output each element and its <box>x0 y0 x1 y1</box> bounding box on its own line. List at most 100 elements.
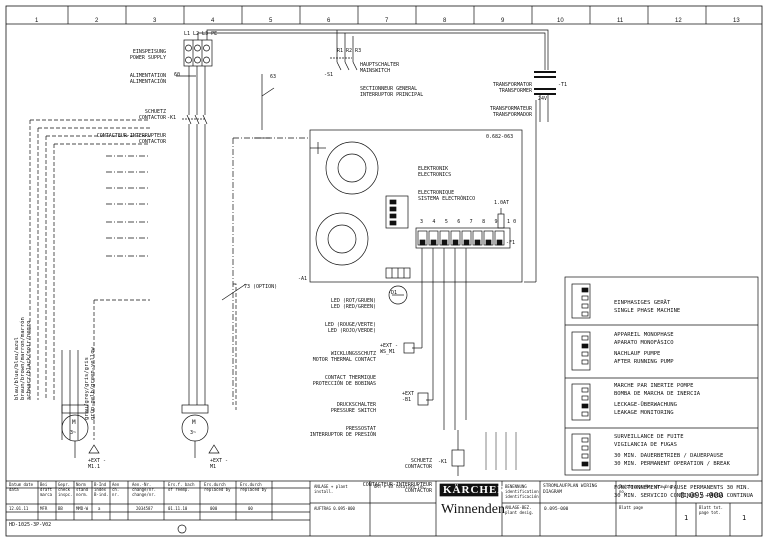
tb-order: AUFTRAG 0.095-000 <box>314 506 355 511</box>
thermal-contact <box>403 342 415 354</box>
tb-change-nr: 2034587 <box>136 506 153 511</box>
col-7: 7 <box>385 18 389 24</box>
col-12: 12 <box>675 18 682 24</box>
brand-logo: KÄRCHER <box>443 484 507 496</box>
tb-head-check: Gepr. check inspc. <box>58 482 73 497</box>
electronics-terminals: 3 4 5 6 7 8 9 10 <box>420 219 520 225</box>
pressure-switch <box>417 392 429 406</box>
motor-m1-phase: 3~ <box>190 430 197 436</box>
main-switch-ref: -S1 <box>324 72 334 78</box>
wire-63-label: 63 <box>270 74 277 80</box>
tb-head-replaced-for: Ers.f. bach of reemp. <box>168 482 195 492</box>
tb-head-replaced-by-2: Ers.durch replaced by <box>240 482 267 492</box>
title-block-grid <box>6 481 762 536</box>
tb-sheet-no: 1 <box>684 514 689 522</box>
tb-index: a <box>98 506 101 511</box>
led-ref: -D1 <box>388 290 398 296</box>
main-switch-pins: R1 R2 R3 <box>337 48 362 54</box>
tb-desc-labels: BENENNUNG identification identificación <box>505 484 539 499</box>
cable-colors-5: grün-gelb/green-yellow <box>90 347 96 420</box>
motor-m1-1-symbol: M <box>72 419 76 426</box>
power-terminal-block <box>183 39 213 67</box>
col-5: 5 <box>269 18 273 24</box>
col-2: 2 <box>95 18 99 24</box>
tb-head-index: B-Ind index B-ind. <box>94 482 109 497</box>
tb-head-date: Datum date data <box>9 482 34 492</box>
legend-dip-icons <box>571 283 591 471</box>
brand-city: Winnenden <box>441 502 505 517</box>
tb-head-replaced-by: Ers.durch replaced by <box>204 482 231 492</box>
tb-replaced-by: 000 <box>210 506 218 511</box>
frame-border <box>5 5 763 537</box>
led-labels: LED (ROT/GRUEN)LED (RED/GREEN) LED (ROUG… <box>324 298 376 334</box>
tb-plant-design: ANLAGE-BEZ. plant desig. <box>505 505 534 515</box>
col-9: 9 <box>501 18 505 24</box>
tb-drawing-label: Zeichnungs-Nr. drawing no. <box>619 484 672 494</box>
tb-plant-no: 0.095-000 <box>544 507 569 512</box>
transformer-voltage: 24V <box>538 96 548 102</box>
tb-place: ORT + EX location loc. <box>374 484 427 489</box>
tb-project: ANLAGE + plant install. <box>314 484 348 494</box>
motor-m1-symbol: M <box>192 419 196 426</box>
pressure-ref: +EXT -B1 <box>402 391 415 403</box>
tb-description: STROMLAUFPLAN WIRING DIAGRAM <box>543 484 598 495</box>
tb-drawing-no: 0.095-000 <box>680 491 724 500</box>
tb-draft: MFR <box>40 506 48 511</box>
thermal-ref: +EXT -WS_M1 <box>380 343 399 355</box>
wire-60-label: 60 <box>174 72 181 78</box>
legend-box <box>564 276 759 476</box>
col-6: 6 <box>327 18 331 24</box>
tb-replaced-by-2: 00 <box>248 506 253 511</box>
contactor-coil <box>451 449 465 467</box>
column-ticks <box>67 6 707 24</box>
electronics-box <box>309 129 523 283</box>
brand-logo-bg <box>439 483 499 497</box>
electronics-part-no: 0.682-063 <box>486 134 514 140</box>
col-3: 3 <box>153 18 157 24</box>
col-8: 8 <box>443 18 447 24</box>
motor-m1-1-ref: +EXT -M1.1 <box>88 458 107 470</box>
tb-head-draft: Bei draft marca <box>40 482 53 497</box>
tb-norm: MMD-W <box>76 506 89 511</box>
fuse-rating: 1.0AT <box>494 200 510 206</box>
col-11: 11 <box>617 18 624 24</box>
tb-file: HD-1025-3P-V02 <box>9 522 52 528</box>
wire-73-label: 73 (OPTION) <box>244 284 278 290</box>
motor-m1-1-phase: 3~ <box>70 430 77 436</box>
cable-colors-3: schwarz/black/noir/negro <box>26 320 32 400</box>
contactor-k1b-ref: -K1 <box>438 459 448 465</box>
tb-head-change: Aen ch. nr. <box>112 482 120 497</box>
tb-sheet-label: Blatt page <box>619 505 644 510</box>
electronics-ref: -A1 <box>298 276 308 282</box>
ring-coil-2 <box>315 212 369 266</box>
led-d1 <box>388 285 408 305</box>
transformer-ref: -T1 <box>558 82 568 88</box>
tb-date: 12.01.11 <box>9 506 29 511</box>
fuse-ref: -F1 <box>506 240 516 246</box>
col-10: 10 <box>557 18 564 24</box>
tb-head-change-nr: Aen.-Nr. change/nr. change/nr. <box>132 482 157 497</box>
tb-replaced-for: 01.11.10 <box>168 506 188 511</box>
col-1: 1 <box>35 18 39 24</box>
tb-sheets-label: Blatt tot. page tot. <box>699 505 724 515</box>
col-4: 4 <box>211 18 215 24</box>
tb-head-norm: Norm stand norm. <box>76 482 89 497</box>
transformer-symbol <box>524 71 556 283</box>
motor-m1-ref: +EXT -M1 <box>210 458 229 470</box>
contactor-k1-ref: -K1 <box>167 115 177 121</box>
ring-coil-1 <box>325 141 379 195</box>
